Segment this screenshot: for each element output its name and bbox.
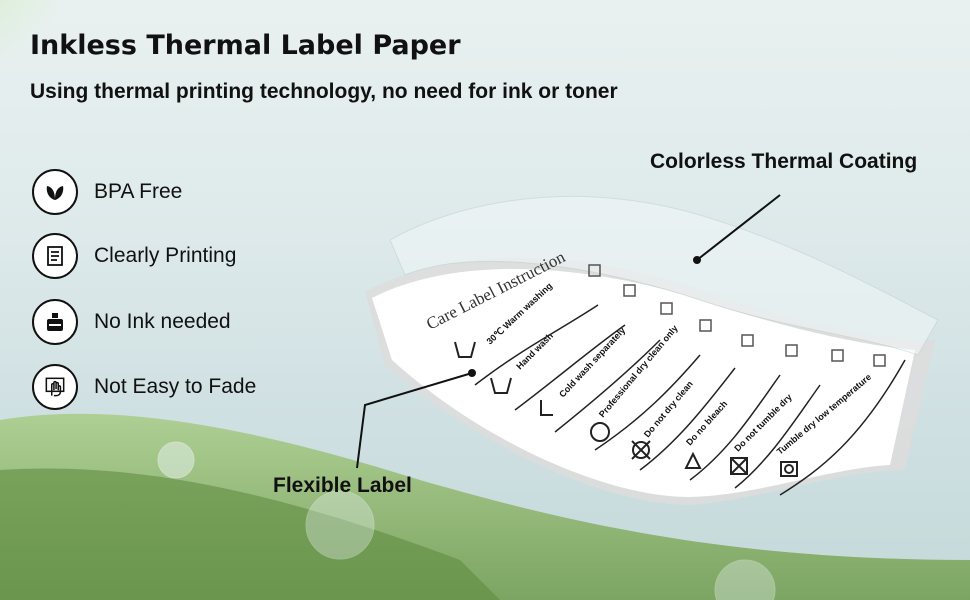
feature-label: Not Easy to Fade (94, 375, 257, 398)
hand-fade-icon (32, 364, 78, 410)
feature-bpa-free: BPA Free (32, 169, 182, 215)
feature-not-fade: Not Easy to Fade (32, 364, 256, 410)
page-subtitle: Using thermal printing technology, no ne… (30, 80, 618, 103)
page-title: Inkless Thermal Label Paper (30, 30, 461, 61)
feature-clearly-printing: Clearly Printing (32, 233, 236, 279)
feature-label: BPA Free (94, 180, 183, 203)
feature-label: No Ink needed (94, 310, 231, 333)
ink-bottle-icon (32, 299, 78, 345)
feature-label: Clearly Printing (94, 244, 237, 267)
feature-no-ink: No Ink needed (32, 299, 231, 345)
coating-pointer-line (696, 194, 781, 261)
flexible-label-callout: Flexible Label (273, 474, 412, 497)
leaf-icon (32, 169, 78, 215)
coating-callout: Colorless Thermal Coating (650, 150, 918, 173)
label-pointer-line (356, 372, 473, 469)
document-icon (32, 233, 78, 279)
